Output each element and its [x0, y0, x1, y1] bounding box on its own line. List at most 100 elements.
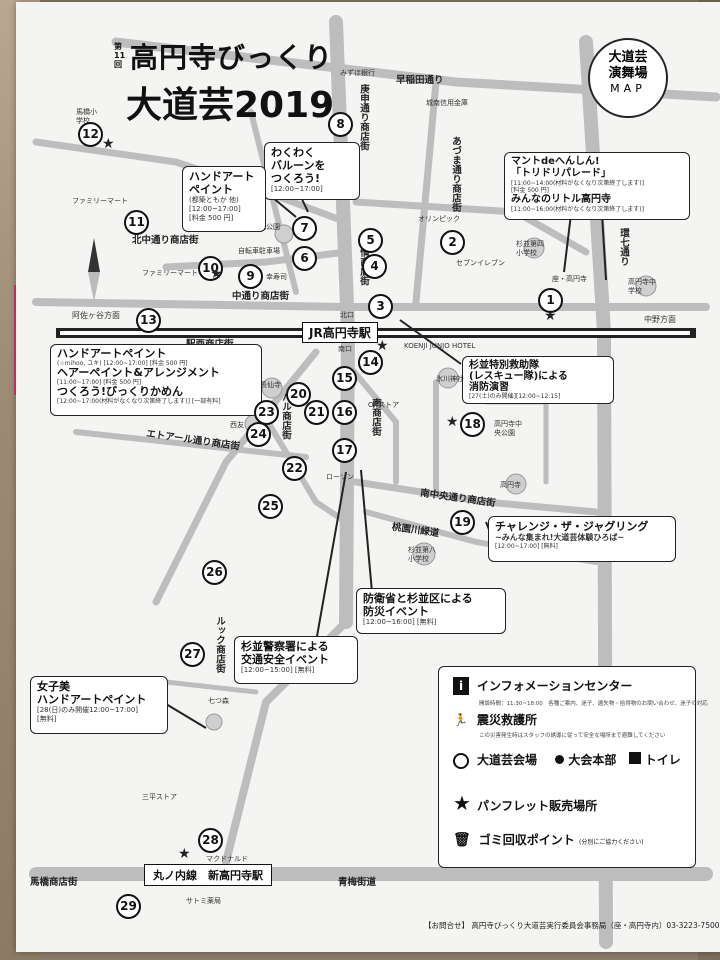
venue-22: 22 [282, 456, 307, 481]
north-arrow [88, 238, 100, 272]
pal-street-label: パル商店街 [280, 392, 291, 440]
venue-15: 15 [332, 366, 357, 391]
shin-koenji-station: 丸ノ内線 新高円寺駅 [144, 864, 272, 886]
event-juggling-sub: ~みんな集まれ!大道芸体験ひろば~ [495, 533, 625, 542]
event-mantode: マントdeへんしん! 「トリドリパレード」 [11:00~14:00(材料がなく… [504, 152, 690, 220]
venue-25: 25 [258, 494, 283, 519]
event-handart-1-sub: (都築ともか 他) [12:00~17:00] [料金 500 円] [189, 196, 241, 222]
sugi4-school-label: 杉並第四小学校 [516, 240, 544, 257]
sugi8-school-label: 杉並第八小学校 [408, 546, 436, 563]
bicycle-parking-label: 自転車駐車場 [238, 247, 280, 255]
venue-29: 29 [116, 894, 141, 919]
event-map-sheet: 第11回 高円寺びっくり 大道芸2019 大道芸 演舞場 MAP JR高円寺駅 … [16, 2, 720, 952]
azuma-street-label: あづま通り商店街 [450, 136, 461, 212]
event-bousai: 防衛省と杉並区による 防災イベント [12:00~16:00] [無料] [356, 588, 506, 634]
event-handart-2-line1sub: (☆mihoo, ユキ) [12:00~17:00] [料金 500 円] [57, 360, 188, 367]
legend-rescue-label: 震災救護所 [477, 713, 538, 727]
venue-7: 7 [292, 216, 317, 241]
venue-circle-icon [453, 752, 469, 769]
contact-footer: 【お問合せ】 高円寺びっくり大道芸実行委員会事務局（座・高円寺内）03-3223… [424, 921, 720, 930]
sanpei-store-label: 三平ストア [142, 793, 177, 801]
event-juggling-time: [12:00~17:00] [無料] [495, 543, 558, 550]
venue-8: 8 [328, 112, 353, 137]
junjo-hotel-label: KOENJI JUNJO HOTEL [404, 342, 476, 350]
venue-26: 26 [202, 560, 227, 585]
edition-label: 第11回 [114, 42, 126, 69]
nanbu-street-label: 南商店街 [370, 398, 381, 436]
hikawa-shrine-label: 氷川神社 [436, 375, 464, 383]
event-balloon-title: わくわく バルーンを つくろう! [271, 146, 326, 185]
chosenji-label: 長仙寺 [260, 381, 281, 389]
event-juggling: チャレンジ・ザ・ジャグリング ~みんな集まれ!大道芸体験ひろば~ [12:00~… [488, 516, 676, 562]
south-exit-label: 南口 [338, 345, 352, 353]
event-handart-2-line3: つくろう!びっくりかめん [57, 385, 184, 398]
venue-24: 24 [246, 422, 271, 447]
event-police-title: 杉並警察署による 交通安全イベント [241, 640, 329, 666]
sushi-label: 幸寿司 [266, 273, 287, 281]
legend-info-note: 開設時間：11:30~18:00 各種ご案内、迷子、遺失物・拾得物のお問い合わせ… [479, 701, 708, 707]
venue-14: 14 [358, 350, 383, 375]
legend-venue-label: 大道芸会場 [477, 753, 538, 767]
central-park-label: 高円寺中央公園 [494, 420, 522, 437]
venue-3: 3 [368, 294, 393, 319]
legend-trash-note: (分別にご協力ください) [578, 839, 644, 846]
asagaya-direction-label: 阿佐ヶ谷方面 [72, 311, 120, 320]
kounan-road [352, 478, 600, 516]
pamphlet-star-icon: ★ [453, 791, 471, 815]
event-handart-2: ハンドアートペイント (☆mihoo, ユキ) [12:00~17:00] [料… [50, 344, 262, 416]
mizuho-bank-label: みずほ銀行 [340, 69, 375, 77]
nakadori-street-label: 中通り商店街 [232, 291, 290, 302]
oume-street-label: 青梅街道 [338, 877, 377, 888]
venue-6: 6 [292, 246, 317, 271]
hq-dot-icon [555, 755, 565, 764]
venue-27: 27 [180, 642, 205, 667]
venue-19: 19 [450, 510, 475, 535]
venue-10: 10 [198, 256, 223, 281]
nakano-direction-label: 中野方面 [644, 315, 676, 324]
event-handart-2-line1: ハンドアートペイント [57, 347, 167, 360]
mcdonalds-label: マクドナルド [206, 855, 248, 863]
event-mantode-sub2: [11:00~16:00(材料がなくなり次第終了します)] [511, 206, 644, 213]
map-badge-line1: 大道芸 [608, 50, 648, 65]
venue-5: 5 [358, 228, 383, 253]
event-mantode-title: マントdeへんしん! 「トリドリパレード」 [511, 156, 611, 179]
event-handart-1-title: ハンドアート ペイント [189, 170, 255, 196]
okstore-label: OKストア [368, 401, 400, 409]
babashi-street-label: 馬橋商店街 [30, 877, 78, 888]
legend-trash-label: ゴミ回収ポイント [478, 833, 575, 847]
toilet-icon [628, 752, 641, 764]
venue-18: 18 [460, 412, 485, 437]
event-rescue-sub: [27(土)のみ開催][12:00~12:15] [469, 393, 561, 400]
venue-1: 1 [538, 288, 563, 313]
trash-icon: 🗑 [453, 832, 471, 848]
umabashi-school-label: 馬橋小学校 [76, 108, 97, 125]
event-handart-1: ハンドアート ペイント (都築ともか 他) [12:00~17:00] [料金 … [182, 166, 266, 232]
legend-hq-label: 大会本部 [568, 753, 617, 767]
look-street-label: ルック商店街 [214, 616, 225, 673]
venue-12: 12 [78, 122, 103, 147]
event-bousai-title: 防衛省と杉並区による 防災イベント [363, 592, 473, 618]
rescue-station-icon: 🏃 [453, 713, 468, 727]
familymart-label: ファミリーマート [72, 197, 128, 205]
event-handart-2-line2sub: [11:00~17:00] [料金 500 円] [57, 379, 142, 386]
event-bousai-sub: [12:00~16:00] [無料] [363, 618, 437, 626]
seiyu-label: 西友 [230, 421, 244, 429]
venue-21: 21 [304, 400, 329, 425]
event-rescue: 杉並特別救助隊 (レスキュー隊)による 消防演習 [27(土)のみ開催][12:… [462, 356, 614, 404]
satomi-pharmacy-label: サトミ薬局 [186, 897, 221, 905]
lawson-label: ローソン [326, 473, 354, 481]
etoile-road [73, 429, 309, 460]
seven-eleven-label: セブンイレブン [456, 259, 505, 267]
event-handart-2-line3sub: [12:00~17:00(材料がなくなり次第終了します)] [一部有料] [57, 398, 221, 405]
event-balloon: わくわく バルーンを つくろう! [12:00~17:00] [264, 142, 360, 200]
event-juggling-title: チャレンジ・ザ・ジャグリング [495, 520, 649, 533]
map-badge-line3: MAP [610, 82, 646, 95]
venue-11: 11 [124, 210, 149, 235]
pamphlet-star-icon: ★ [446, 414, 459, 430]
event-balloon-time: [12:00~17:00] [271, 185, 323, 193]
venue-23: 23 [254, 400, 279, 425]
event-joshibi-sub: [28(日)のみ開催12:00~17:00] [無料] [37, 706, 139, 723]
azuma-road [412, 78, 440, 306]
event-mantode-title2: みんなのリトル高円寺 [511, 194, 611, 205]
pamphlet-star-icon: ★ [544, 308, 557, 324]
